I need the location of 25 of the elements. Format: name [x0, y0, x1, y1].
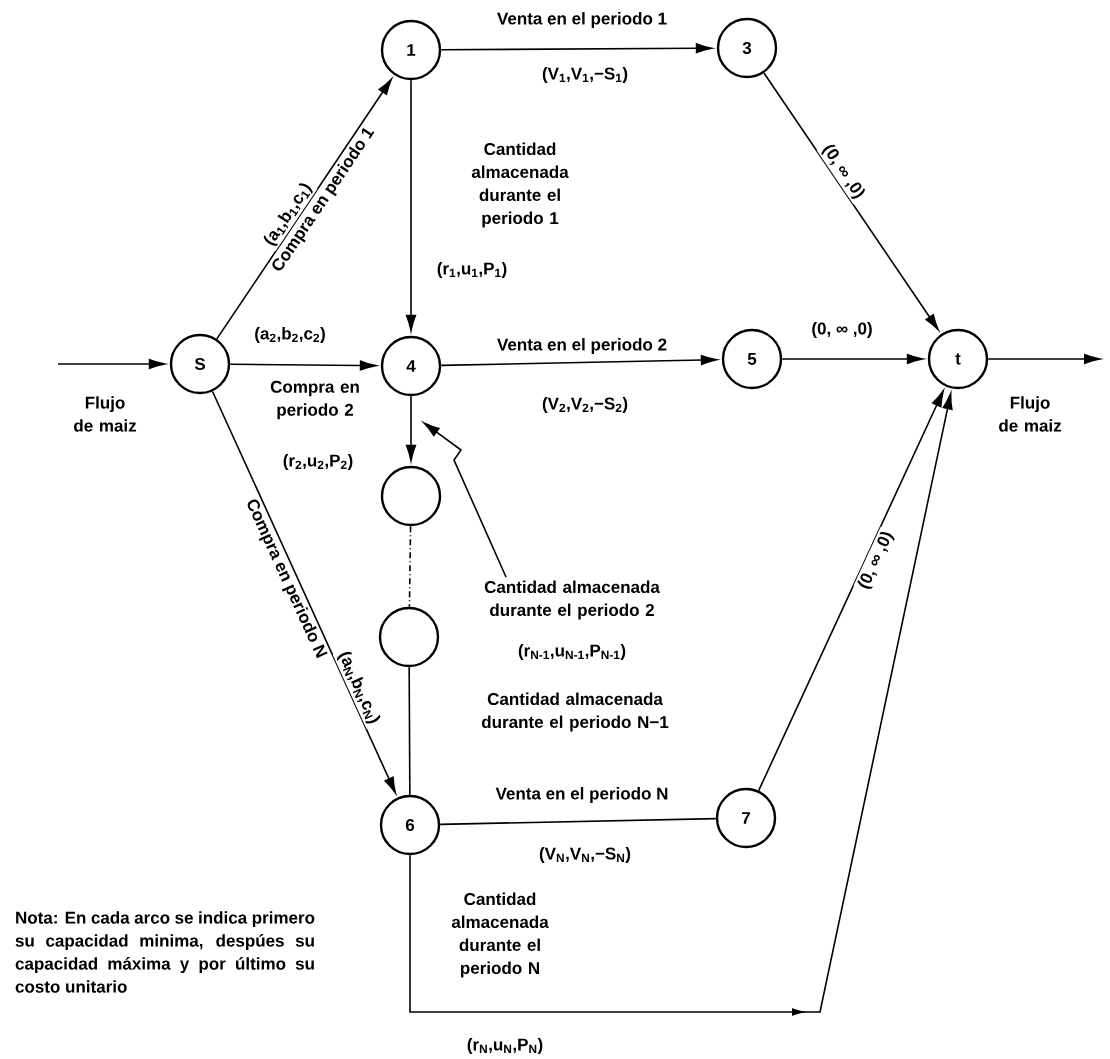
- arrow: [987, 353, 1101, 365]
- edge-label: Venta en el periodo 1: [495, 10, 670, 30]
- arc-label: Compra en periodo 2: [270, 380, 359, 420]
- edge-label: (r$_{N}$,u$_{N}$,P$_{N}$): [464, 1036, 546, 1056]
- arrow: [229, 360, 377, 371]
- arrow: [405, 79, 417, 332]
- arrow: [211, 390, 397, 794]
- edge-label: Venta en el periodo 2: [495, 336, 670, 356]
- arrow: [781, 353, 924, 365]
- arrow: [763, 72, 939, 331]
- edge-label: (a$_{2}$,b$_{2}$,c$_{2}$): [252, 325, 328, 345]
- note-text: Nota: En cada arco se indica primero su capacidad minima, despúes su capacidad máxima y por último su costo unitario: [15, 911, 315, 993]
- arrow: [440, 354, 718, 367]
- edge-label: (a$_{N}$,b$_{N}$,c$_{N}$): [332, 646, 385, 729]
- edge-label: (r$_{2}$,u$_{2}$,P$_{2}$): [280, 452, 356, 472]
- arrow: [440, 43, 713, 54]
- edge-label: (0, ∞ ,0): [816, 139, 870, 205]
- edge-label: (0, ∞ ,0): [809, 320, 875, 340]
- arrow: [216, 78, 392, 340]
- edge-label: Flujo de maiz: [58, 394, 152, 434]
- arc-label: (V$_{1}$,V$_{1}$,−S$_{1}$): [542, 67, 628, 83]
- arrow: [57, 358, 166, 370]
- arc-label: Cantidad almacenada durante el periodo 1: [471, 142, 569, 228]
- edge-label: Flujo de maiz: [983, 394, 1077, 434]
- edge-label: (r$_{1}$,u$_{1}$,P$_{1}$): [434, 260, 510, 280]
